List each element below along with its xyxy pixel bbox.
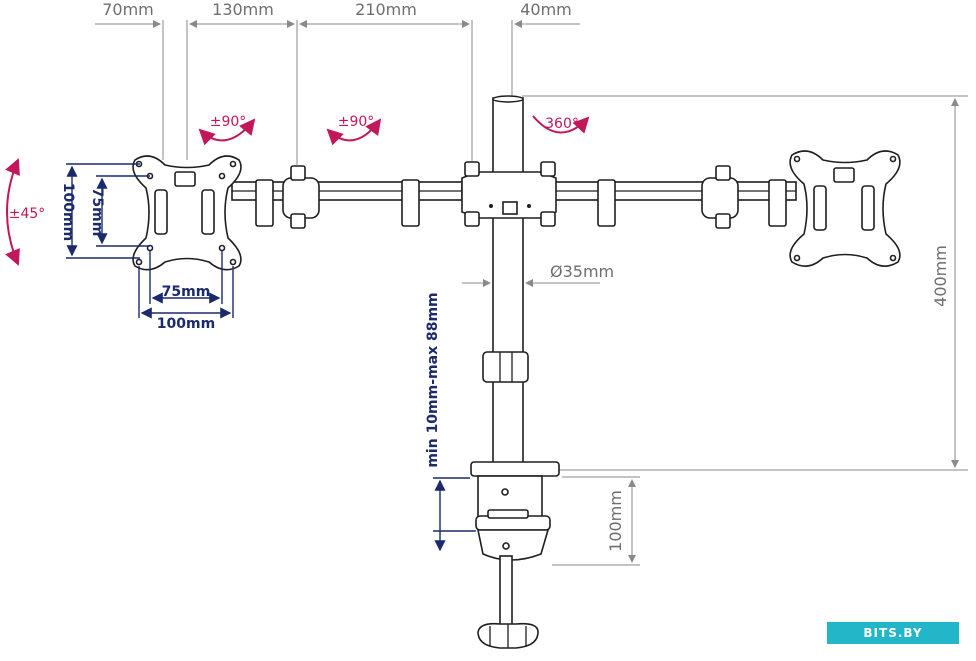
dim-70-label: 70mm [102, 0, 154, 19]
swivel-1-label: ±90° [210, 114, 247, 130]
tilt-label: ±45° [9, 206, 46, 222]
desk-clamp [470, 461, 560, 649]
swivel-2-label: ±90° [338, 114, 375, 130]
pole [482, 95, 529, 473]
right-vesa-plate [789, 150, 901, 267]
clamp-height-dimension: 100mm [552, 476, 640, 566]
vesa-h75-label: 75mm [162, 284, 211, 300]
arms [231, 161, 797, 229]
dim-40-label: 40mm [520, 0, 572, 19]
clamp-height-label: 100mm [606, 490, 625, 552]
dim-400-label: 400mm [931, 245, 950, 307]
pole-rotation-label: 360° [545, 116, 579, 132]
vesa-dimensions: 100mm 75mm 75mm 100mm [60, 163, 234, 332]
vesa-v100-label: 100mm [60, 183, 76, 241]
pole-diameter-dimension: Ø35mm [462, 262, 614, 287]
clamp-range-dimension: min 10mm-max 88mm [425, 292, 476, 552]
pole-diameter-label: Ø35mm [550, 262, 614, 281]
rotation-indicators: ±45° ±90° ±90° 360° [5, 114, 590, 266]
dim-210-label: 210mm [355, 0, 417, 19]
dim-130-label: 130mm [212, 0, 274, 19]
top-dimensions: 70mm 130mm 210mm 40mm [95, 0, 580, 165]
vesa-v75-label: 75mm [89, 188, 105, 237]
height-dimension: 400mm [522, 95, 968, 471]
watermark-badge: BITS.BY [827, 622, 959, 644]
left-vesa-plate [132, 155, 242, 271]
vesa-h100-label: 100mm [157, 316, 215, 332]
clamp-range-label: min 10mm-max 88mm [425, 292, 441, 467]
